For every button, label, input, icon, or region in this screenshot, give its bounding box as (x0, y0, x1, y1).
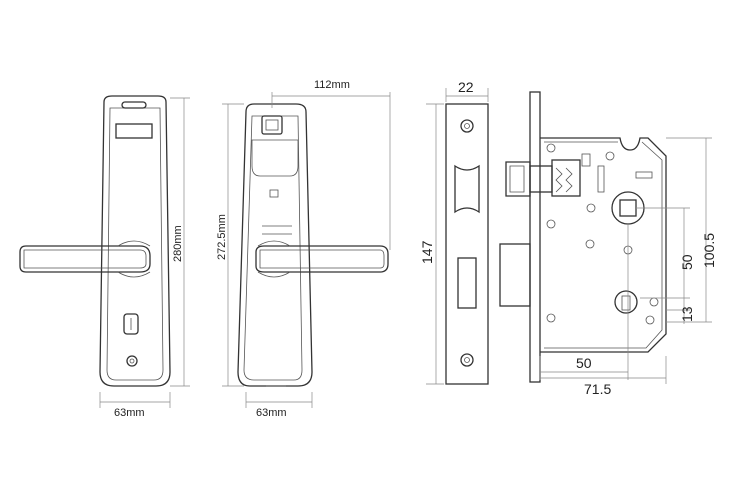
faceplate (445, 103, 489, 385)
faceplate-height-label: 147 (419, 240, 435, 264)
back-panel (237, 103, 389, 387)
body-height-label: 100.5 (701, 233, 717, 268)
back-width-label: 63mm (256, 407, 287, 419)
backset-label: 50 (576, 355, 592, 371)
front-panel (19, 95, 171, 387)
front-width-label: 63mm (114, 407, 145, 419)
mortise-lock-body (499, 91, 667, 383)
back-height-label: 272.5mm (216, 214, 228, 260)
cylinder-offset-label: 13 (679, 306, 695, 322)
back-dimensions: 272.5mm 63mm 112mm (216, 79, 391, 419)
mortise-dimensions: 100.5 50 13 50 71.5 (539, 137, 717, 397)
body-depth-label: 71.5 (584, 381, 611, 397)
center-distance-label: 50 (679, 254, 695, 270)
front-dimensions: 280mm 63mm (99, 97, 190, 419)
front-height-label: 280mm (172, 225, 184, 262)
faceplate-width-label: 22 (458, 79, 474, 95)
faceplate-dimensions: 22 147 (419, 79, 489, 385)
depth-label: 112mm (314, 79, 350, 91)
